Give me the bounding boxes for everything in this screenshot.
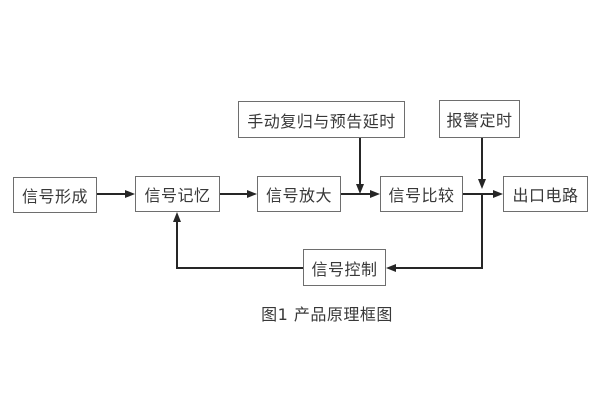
node-alarm-timing-label: 报警定时	[446, 111, 513, 130]
node-signal-formation: 信号形成	[13, 177, 97, 213]
node-signal-comparison: 信号比较	[380, 176, 463, 212]
diagram-caption: 图1 产品原理框图	[261, 305, 393, 324]
node-signal-comparison-label: 信号比较	[388, 186, 455, 205]
node-signal-control: 信号控制	[303, 249, 386, 286]
node-signal-memory: 信号记忆	[135, 176, 220, 212]
arrow-control-to-memory	[173, 212, 303, 269]
node-manual-reset-delay: 手动复归与预告延时	[238, 101, 405, 138]
node-output-circuit: 出口电路	[503, 176, 588, 212]
node-output-circuit-label: 出口电路	[512, 186, 579, 205]
node-alarm-timing: 报警定时	[439, 100, 520, 138]
node-signal-formation-label: 信号形成	[21, 187, 88, 206]
arrow-junction-to-control	[386, 194, 483, 272]
node-manual-reset-delay-label: 手动复归与预告延时	[247, 111, 396, 131]
node-signal-memory-label: 信号记忆	[144, 186, 211, 205]
node-signal-amplification: 信号放大	[257, 176, 341, 212]
node-signal-control-label: 信号控制	[311, 259, 378, 279]
node-signal-amplification-label: 信号放大	[265, 186, 332, 205]
